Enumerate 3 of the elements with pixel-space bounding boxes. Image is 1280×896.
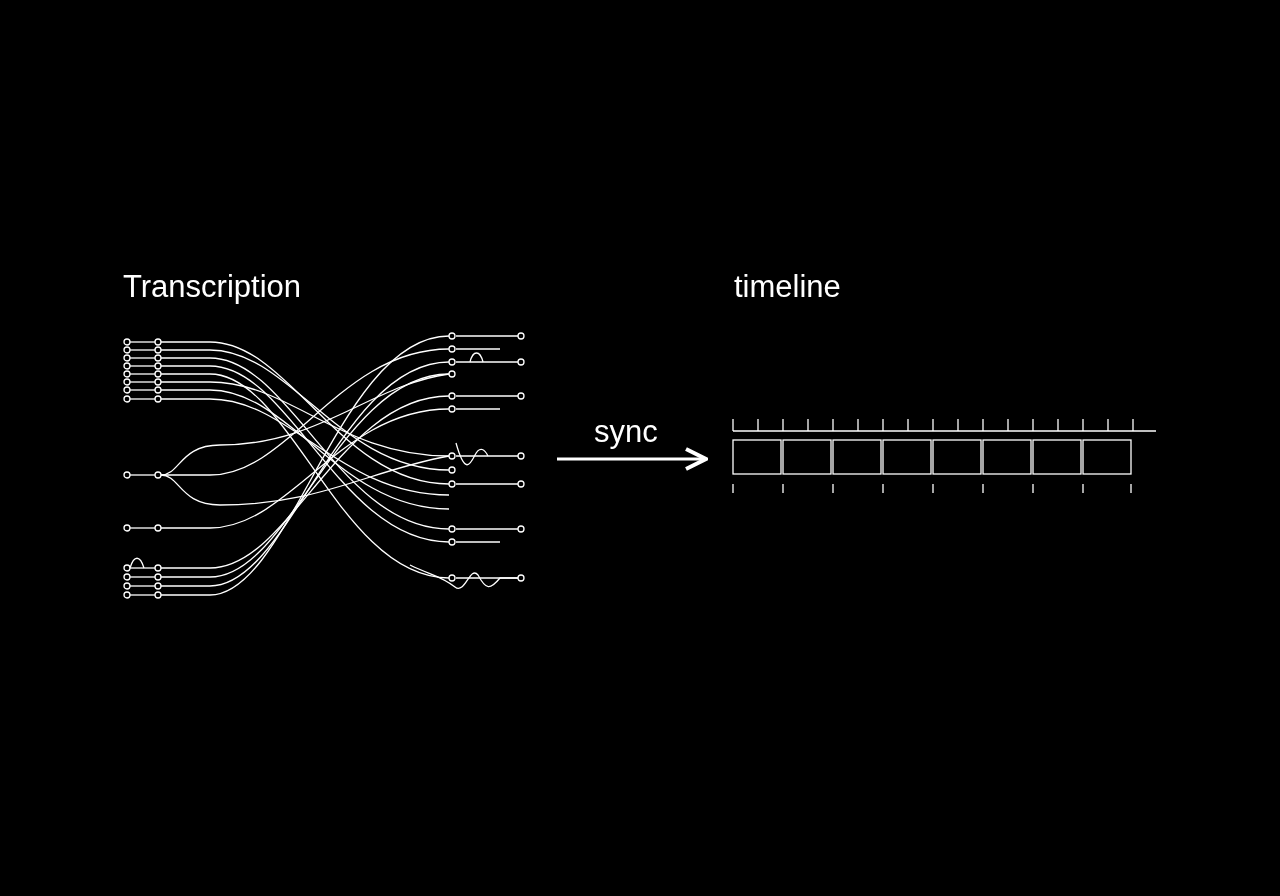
arrow (557, 447, 708, 471)
section-title: timeline (734, 269, 841, 305)
section-title: Transcription (123, 269, 302, 305)
